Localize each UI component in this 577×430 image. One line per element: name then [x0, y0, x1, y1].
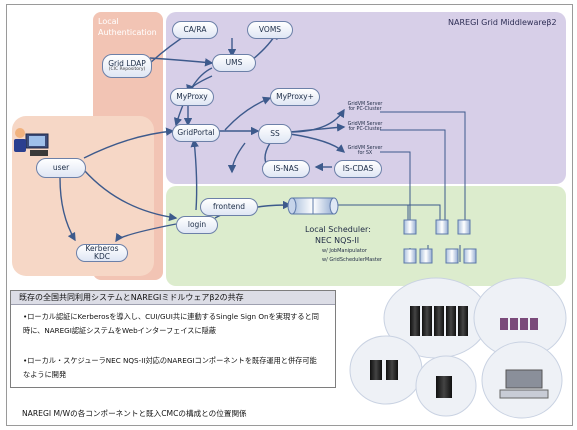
notes-header: 既存の全国共同利用システムとNAREGIミドルウェアβ2の共存: [11, 291, 335, 305]
figure-caption: NAREGI M/Wの各コンポーネントと既入CMCの構成との位置関係: [22, 409, 247, 418]
user-label: user: [52, 163, 70, 173]
ss-label: SS: [270, 129, 280, 139]
grid-ldap-node[interactable]: Grid LDAP (CIC Repository): [102, 54, 152, 78]
gridvm-server-1[interactable]: GridVM Server for PC-Cluster: [345, 102, 385, 113]
ca-ra-label: CA/RA: [183, 25, 207, 35]
myproxy-plus-label: MyProxy+: [276, 92, 314, 102]
grid-ldap-label: Grid LDAP: [108, 58, 146, 68]
gridvm-server-3-line2: for SX: [357, 151, 373, 157]
middleware-title: NAREGI Grid Middlewareβ2: [448, 18, 557, 27]
frontend-label: frontend: [213, 202, 245, 212]
ums-label: UMS: [225, 58, 243, 68]
local-auth-title: Local Authentication: [98, 17, 157, 37]
kerberos-kdc-label: Kerberos KDC: [85, 244, 119, 261]
gridvm-server-1-line2: for PC-Cluster: [348, 107, 382, 113]
scheduler-note-2: w/ GridSchedulerMaster: [322, 257, 382, 263]
frontend-node[interactable]: frontend: [200, 198, 258, 216]
notes-box: 既存の全国共同利用システムとNAREGIミドルウェアβ2の共存 •ローカル認証に…: [10, 290, 336, 388]
ss-node[interactable]: SS: [258, 124, 292, 144]
myproxy-node[interactable]: MyProxy: [170, 88, 214, 106]
user-node[interactable]: user: [36, 158, 86, 178]
notes-bullet-2: •ローカル・スケジューラNEC NQS-II対応のNAREGIコンポーネントを既…: [23, 356, 317, 379]
is-nas-label: IS-NAS: [273, 164, 299, 174]
voms-node[interactable]: VOMS: [247, 21, 293, 39]
myproxy-label: MyProxy: [176, 92, 208, 102]
gridvm-server-3-line1: GridVM Server: [347, 146, 383, 151]
gridvm-server-1-line1: GridVM Server: [347, 102, 383, 107]
scheduler-subtitle: NEC NQS-II: [315, 236, 360, 245]
gridportal-label: GridPortal: [177, 128, 215, 138]
scheduler-note-1: w/ JobManipulator: [322, 248, 367, 254]
gridvm-server-2-line1: GridVM Server: [347, 122, 383, 127]
scheduler-title: Local Scheduler:: [305, 225, 371, 234]
is-cdas-node[interactable]: IS-CDAS: [334, 160, 382, 178]
user-figure-icon: [14, 128, 49, 156]
hardware-cluster-illustration: [349, 277, 567, 419]
notes-bullet-1: •ローカル認証にKerberosを導入し、CUI/GUI共に連動するSingle…: [23, 312, 319, 335]
queue-disks: [403, 219, 477, 264]
gridportal-node[interactable]: GridPortal: [172, 124, 220, 142]
is-nas-node[interactable]: IS-NAS: [262, 160, 310, 178]
gridvm-server-2[interactable]: GridVM Server for PC-Cluster: [345, 122, 385, 133]
gridvm-server-3[interactable]: GridVM Server for SX: [345, 146, 385, 157]
login-node[interactable]: login: [176, 216, 218, 234]
frontend-cylinder: [287, 197, 339, 215]
login-label: login: [187, 220, 207, 230]
grid-ldap-sublabel: (CIC Repository): [108, 66, 146, 72]
myproxy-plus-node[interactable]: MyProxy+: [270, 88, 320, 106]
ca-ra-node[interactable]: CA/RA: [172, 21, 218, 39]
kerberos-kdc-node[interactable]: Kerberos KDC: [76, 244, 128, 262]
ums-node[interactable]: UMS: [212, 54, 256, 72]
voms-label: VOMS: [258, 25, 282, 35]
middleware-region: [166, 12, 566, 184]
is-cdas-label: IS-CDAS: [342, 164, 374, 174]
gridvm-server-2-line2: for PC-Cluster: [348, 127, 382, 133]
